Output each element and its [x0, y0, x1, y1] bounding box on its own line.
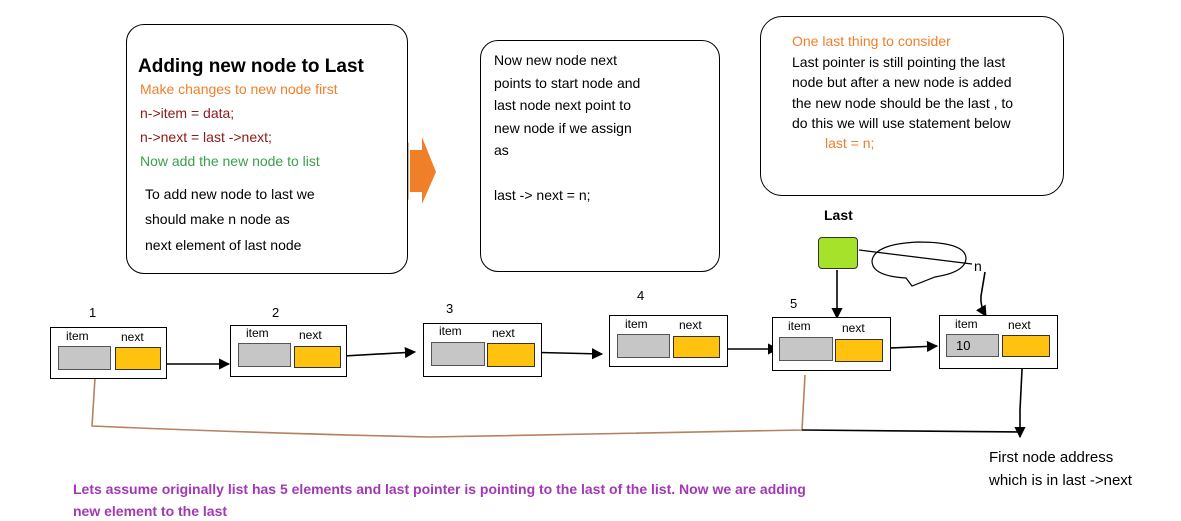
orange-arrow-icon — [410, 137, 436, 204]
node1-next-cell — [115, 347, 161, 370]
card1-line1: Make changes to new node first — [140, 81, 338, 97]
node-5: item next — [772, 317, 891, 371]
node3-item-label: item — [439, 324, 462, 338]
node1-item-label: item — [66, 329, 89, 343]
node4-item-cell — [617, 334, 670, 358]
node-4: item next — [609, 315, 728, 367]
node3-next-cell — [487, 343, 535, 367]
last-pointer-label: Last — [824, 207, 853, 223]
arrow-n-to-node6 — [976, 271, 987, 317]
card2-line1: Now new node next — [494, 52, 617, 68]
node5-next-label: next — [842, 321, 865, 335]
node3-number: 3 — [446, 301, 454, 316]
card-adding-node — [126, 24, 408, 274]
node4-item-label: item — [625, 317, 648, 331]
caption-line1: Lets assume originally list has 5 elemen… — [73, 481, 806, 497]
node5-number: 5 — [790, 296, 798, 311]
node-1: item next — [50, 327, 167, 379]
card-last-thing — [760, 16, 1064, 196]
node-new: item next 10 — [939, 315, 1058, 369]
card1-line2: n->item = data; — [140, 105, 235, 121]
card3-line2: node but after a new node is added — [792, 74, 1012, 90]
card3-line1: Last pointer is still pointing the last — [792, 54, 1006, 70]
card2-line4: new node if we assign — [494, 120, 632, 136]
first-node-note-line1: First node address — [989, 449, 1114, 466]
node6-next-label: next — [1008, 318, 1031, 332]
card2-line6: last -> next = n; — [494, 187, 591, 203]
card1-line6: should make n node as — [145, 211, 290, 227]
card1-line3: n->next = last ->next; — [140, 129, 272, 145]
node5-next-cell — [835, 339, 883, 362]
node2-number: 2 — [272, 305, 280, 320]
caption-line2: new element to the last — [73, 503, 228, 519]
card2-line5: as — [494, 142, 509, 158]
node6-next-cell — [1002, 335, 1050, 357]
node4-next-label: next — [679, 318, 702, 332]
node4-next-cell — [673, 336, 720, 358]
card1-line7: next element of last node — [145, 237, 302, 253]
card3-heading: One last thing to consider — [792, 33, 951, 49]
arrow-new-node-to-first — [1014, 349, 1026, 439]
n-label: n — [974, 258, 982, 274]
node3-item-cell — [431, 342, 485, 366]
node1-next-label: next — [121, 330, 144, 344]
card-assign-next — [480, 40, 720, 272]
card3-line3: the new node should be the last , to — [792, 95, 1014, 111]
first-node-note-line2: which is in last ->next — [989, 472, 1132, 489]
card1-line4: Now add the new node to list — [140, 153, 320, 169]
thought-bubble-shape — [871, 241, 967, 287]
node6-item-label: item — [955, 317, 978, 331]
node5-item-cell — [779, 337, 833, 361]
card3-line5: last = n; — [825, 135, 875, 151]
node-3: item next — [423, 323, 542, 377]
card2-line2: points to start node and — [494, 75, 641, 91]
node4-number: 4 — [637, 288, 645, 303]
line-original-last-to-first — [91, 374, 806, 438]
node1-item-cell — [58, 346, 111, 370]
node2-next-cell — [294, 346, 341, 368]
node6-item-cell: 10 — [946, 334, 999, 357]
node-2: item next — [230, 325, 347, 377]
node5-item-label: item — [788, 319, 811, 333]
card1-title: Adding new node to Last — [138, 56, 364, 77]
last-pointer-box — [818, 237, 858, 269]
card2-line3: last node next point to — [494, 97, 631, 113]
node2-next-label: next — [299, 328, 322, 342]
node3-next-label: next — [492, 326, 515, 340]
node1-number: 1 — [89, 305, 97, 320]
node2-item-label: item — [246, 326, 269, 340]
card3-line4: do this we will use statement below — [792, 115, 1011, 131]
line-last-to-n — [858, 249, 973, 265]
line-bottom-link — [801, 429, 1021, 433]
node2-item-cell — [238, 343, 291, 367]
card1-line5: To add new node to last we — [145, 186, 315, 202]
